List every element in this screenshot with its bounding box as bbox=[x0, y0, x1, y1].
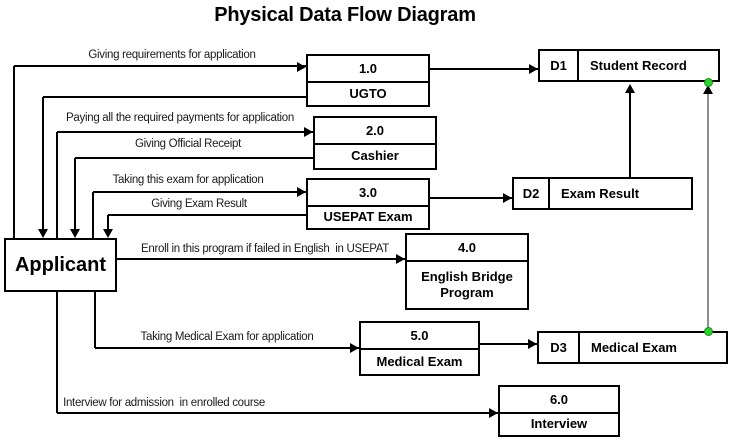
flow-giving-requirements-label: Giving requirements for application bbox=[88, 49, 256, 61]
selection-handle-bottom[interactable] bbox=[703, 326, 713, 336]
arrowhead-right bbox=[304, 127, 313, 137]
process-3-usepat-exam[interactable]: 3.0 USEPAT Exam bbox=[306, 178, 430, 230]
selection-handle-top[interactable] bbox=[703, 77, 713, 87]
flow-medical-exam-label: Taking Medical Exam for application bbox=[140, 331, 314, 343]
process-name: UGTO bbox=[349, 85, 387, 101]
connector-d3-to-d1-line[interactable] bbox=[707, 90, 709, 329]
process-1-ugto[interactable]: 1.0 UGTO bbox=[306, 54, 430, 107]
flow-d2-to-d1-vline bbox=[629, 92, 631, 177]
process-id: 5.0 bbox=[361, 323, 478, 350]
flow-exam-result-vline bbox=[107, 215, 109, 231]
arrowhead-right bbox=[297, 187, 306, 197]
flow-medical-exam-vline bbox=[94, 292, 96, 348]
flow-paying-payments-vline bbox=[56, 132, 58, 238]
process-2-cashier[interactable]: 2.0 Cashier bbox=[313, 116, 437, 170]
process-name: Interview bbox=[530, 416, 588, 432]
flow-official-receipt-label: Giving Official Receipt bbox=[134, 138, 242, 150]
flow-usepat-to-d2-hline bbox=[430, 197, 512, 199]
arrowhead-right bbox=[528, 339, 537, 349]
flow-medical-exam-hline bbox=[95, 347, 359, 349]
process-4-english-bridge-program[interactable]: 4.0 English Bridge Program bbox=[405, 233, 529, 310]
process-id: 1.0 bbox=[308, 56, 428, 83]
process-name: Medical Exam bbox=[376, 353, 463, 369]
flow-enroll-english-hline bbox=[117, 258, 405, 260]
flow-ugto-to-d1-hline bbox=[430, 68, 538, 70]
process-5-medical-exam[interactable]: 5.0 Medical Exam bbox=[359, 321, 480, 376]
datastore-name: Exam Result bbox=[561, 186, 640, 201]
flow-interview-label: Interview for admission in enrolled cour… bbox=[63, 397, 265, 409]
process-id: 2.0 bbox=[315, 118, 435, 145]
flow-ugto-return-hline bbox=[43, 96, 306, 98]
flow-interview-hline bbox=[57, 412, 498, 414]
arrowhead-down bbox=[38, 229, 48, 238]
datastore-id: D1 bbox=[540, 51, 579, 80]
arrowhead-up bbox=[703, 85, 713, 94]
diagram-title: Physical Data Flow Diagram bbox=[214, 4, 476, 26]
process-id: 4.0 bbox=[407, 235, 527, 262]
flow-enroll-english-label: Enroll in this program if failed in Engl… bbox=[141, 243, 389, 255]
flow-exam-result-label: Giving Exam Result bbox=[151, 198, 247, 210]
flow-exam-result-hline bbox=[108, 214, 306, 216]
datastore-id: D2 bbox=[514, 179, 550, 208]
arrowhead-down bbox=[70, 229, 80, 238]
process-name: English Bridge Program bbox=[421, 268, 513, 300]
flow-taking-exam-label: Taking this exam for application bbox=[112, 174, 264, 186]
flow-taking-exam-hline bbox=[93, 191, 306, 193]
arrowhead-right bbox=[350, 343, 359, 353]
flow-medicalexam-to-d3-hline bbox=[480, 343, 537, 345]
arrowhead-up bbox=[625, 84, 635, 93]
datastore-name: Medical Exam bbox=[591, 340, 677, 355]
flow-giving-requirements-hline bbox=[14, 65, 306, 67]
arrowhead-right bbox=[529, 64, 538, 74]
flow-paying-payments-hline bbox=[57, 131, 313, 133]
external-entity-applicant[interactable]: Applicant bbox=[4, 238, 117, 292]
arrowhead-down bbox=[103, 229, 113, 238]
arrowhead-right bbox=[297, 61, 306, 72]
datastore-d3-medical-exam[interactable]: D3 Medical Exam bbox=[537, 331, 728, 364]
flow-interview-vline bbox=[56, 292, 58, 413]
arrowhead-right bbox=[396, 254, 405, 264]
flow-paying-payments-label: Paying all the required payments for app… bbox=[66, 112, 294, 124]
datastore-id: D3 bbox=[539, 333, 580, 362]
arrowhead-right bbox=[503, 193, 512, 203]
arrowhead-right bbox=[489, 408, 498, 418]
process-id: 6.0 bbox=[500, 387, 618, 414]
flow-giving-requirements-vline bbox=[13, 66, 15, 238]
flow-official-receipt-vline bbox=[74, 158, 76, 231]
datastore-d2-exam-result[interactable]: D2 Exam Result bbox=[512, 177, 693, 210]
process-name: USEPAT Exam bbox=[323, 209, 413, 225]
datastore-name: Student Record bbox=[590, 58, 687, 73]
process-name: Cashier bbox=[351, 148, 399, 164]
flow-official-receipt-hline bbox=[75, 157, 313, 159]
process-6-interview[interactable]: 6.0 Interview bbox=[498, 385, 620, 437]
process-id: 3.0 bbox=[308, 180, 428, 207]
flow-taking-exam-vline bbox=[92, 192, 94, 238]
flow-ugto-return-vline bbox=[42, 97, 44, 231]
entity-label: Applicant bbox=[14, 253, 107, 276]
datastore-d1-student-record[interactable]: D1 Student Record bbox=[538, 49, 720, 82]
